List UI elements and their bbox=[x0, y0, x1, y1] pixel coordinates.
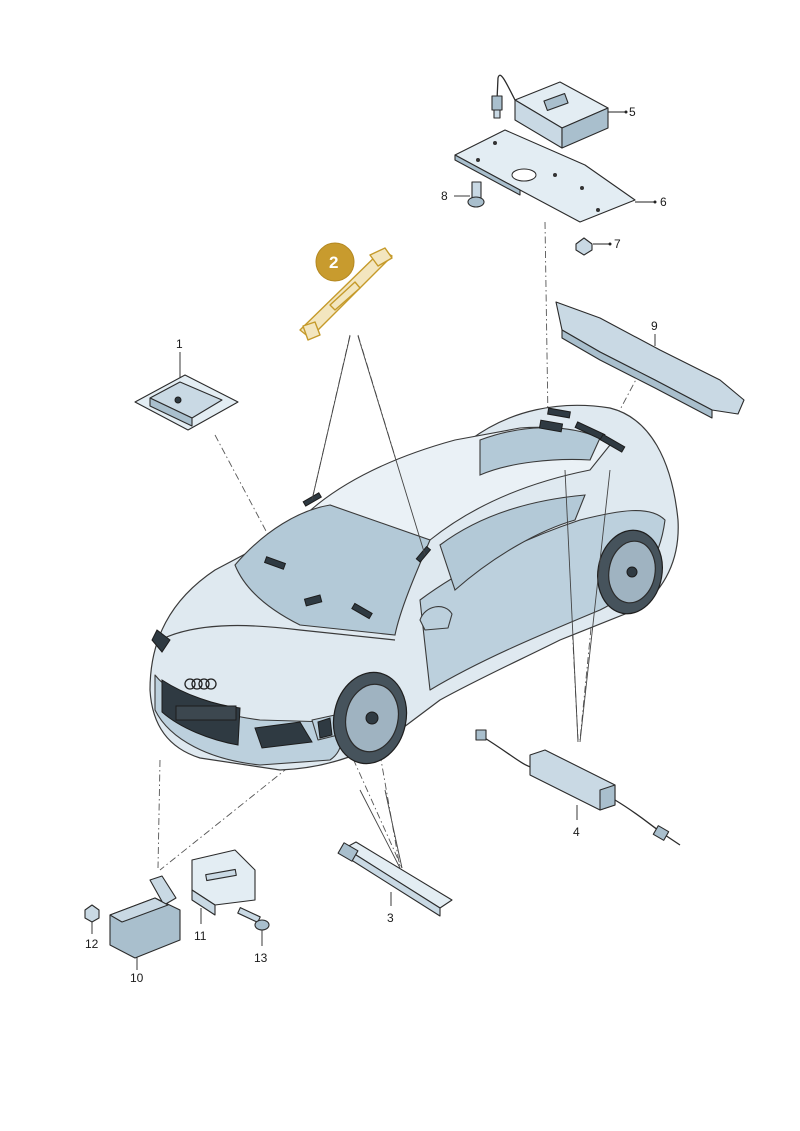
label-part-5: 5 bbox=[629, 105, 636, 119]
part-8-bolt: 8 bbox=[441, 181, 485, 208]
label-part-1: 1 bbox=[176, 337, 183, 351]
label-part-8: 8 bbox=[441, 189, 448, 203]
label-part-9: 9 bbox=[651, 319, 658, 333]
part-2-antenna-highlighted: 2 bbox=[299, 242, 393, 341]
label-part-2: 2 bbox=[329, 253, 338, 272]
part-6-bracket-plate: 6 bbox=[454, 129, 667, 223]
part-7-nut: 7 bbox=[575, 237, 621, 256]
part-10-housing: 10 bbox=[109, 875, 181, 985]
part-1-module: 1 bbox=[134, 337, 239, 431]
label-part-6: 6 bbox=[660, 195, 667, 209]
part-13-bolt: 13 bbox=[237, 907, 270, 965]
part-5-control-unit: 5 bbox=[491, 74, 636, 149]
label-part-12: 12 bbox=[85, 937, 99, 951]
part-11-bracket: 11 bbox=[191, 849, 256, 943]
label-part-13: 13 bbox=[254, 951, 268, 965]
label-part-10: 10 bbox=[130, 971, 144, 985]
front-wheel bbox=[332, 671, 408, 765]
part-3-rod-antenna: 3 bbox=[337, 841, 453, 925]
label-part-3: 3 bbox=[387, 911, 394, 925]
label-part-4: 4 bbox=[573, 825, 580, 839]
highlight-badge bbox=[315, 242, 355, 282]
brand-rings-logo bbox=[184, 678, 217, 690]
rear-wheel bbox=[597, 529, 663, 615]
label-part-11: 11 bbox=[194, 929, 207, 943]
label-part-7: 7 bbox=[614, 237, 621, 251]
part-4-amplifier: 4 bbox=[475, 729, 681, 846]
part-9-trim-strip: 9 bbox=[555, 301, 745, 419]
car-illustration bbox=[149, 404, 679, 771]
part-12-nut: 12 bbox=[84, 904, 100, 951]
